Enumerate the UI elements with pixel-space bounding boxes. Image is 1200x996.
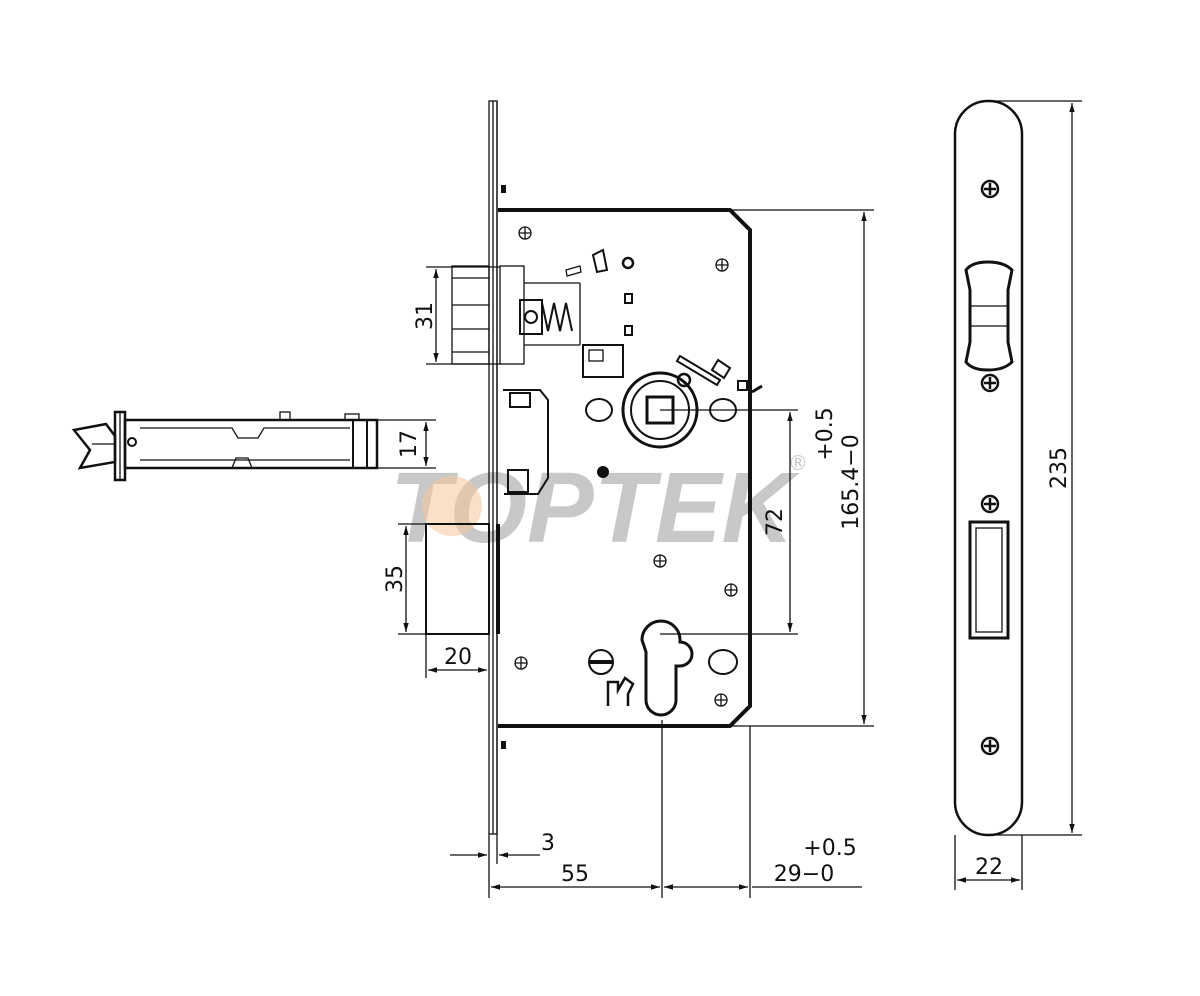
cylinder-cutout — [640, 619, 694, 717]
dim-center-distance: 72 — [763, 508, 788, 536]
screw-icon — [724, 583, 738, 597]
dim-bolt-height: 17 — [397, 430, 422, 458]
dim-deadbolt-height: 35 — [383, 565, 408, 593]
lock-body — [425, 208, 763, 728]
watermark-registered-mark: ® — [788, 451, 808, 475]
screw-icon — [980, 179, 1000, 199]
latch-spring — [519, 299, 573, 335]
dim-faceplate-thickness: 3 — [541, 831, 555, 856]
dim-front-depth: 29−0 — [774, 862, 834, 887]
screw-icon — [514, 656, 528, 670]
dim-deadbolt-throw: 20 — [444, 645, 472, 670]
faceplate-front-view — [953, 99, 1024, 837]
dimension-labels: 31 17 35 20 72 +0.5 165.4−0 3 55 +0.5 29… — [383, 302, 1072, 887]
dim-backset: 55 — [561, 862, 589, 887]
dim-faceplate-height: 235 — [1047, 447, 1072, 489]
dim-front-tolerance: +0.5 — [803, 836, 856, 861]
lock-faceplate-profile — [488, 100, 506, 835]
latch-side-view — [71, 410, 379, 482]
screw-icon — [653, 554, 667, 568]
dim-faceplate-width: 22 — [975, 855, 1003, 880]
watermark: TOPTEK ® — [390, 451, 808, 564]
dim-body-height-tolerance: +0.5 — [813, 407, 838, 460]
dim-latch-height: 31 — [413, 302, 438, 330]
dimension-lines — [377, 100, 1082, 898]
dim-body-height: 165.4−0 — [839, 434, 864, 529]
screw-icon — [715, 258, 729, 272]
screw-icon — [980, 736, 1000, 756]
slot-screw-icon — [588, 649, 614, 675]
screw-icon — [980, 373, 1000, 393]
screw-icon — [518, 226, 532, 240]
screw-icon — [714, 693, 728, 707]
screw-icon — [980, 494, 1000, 514]
watermark-accent — [422, 476, 482, 536]
